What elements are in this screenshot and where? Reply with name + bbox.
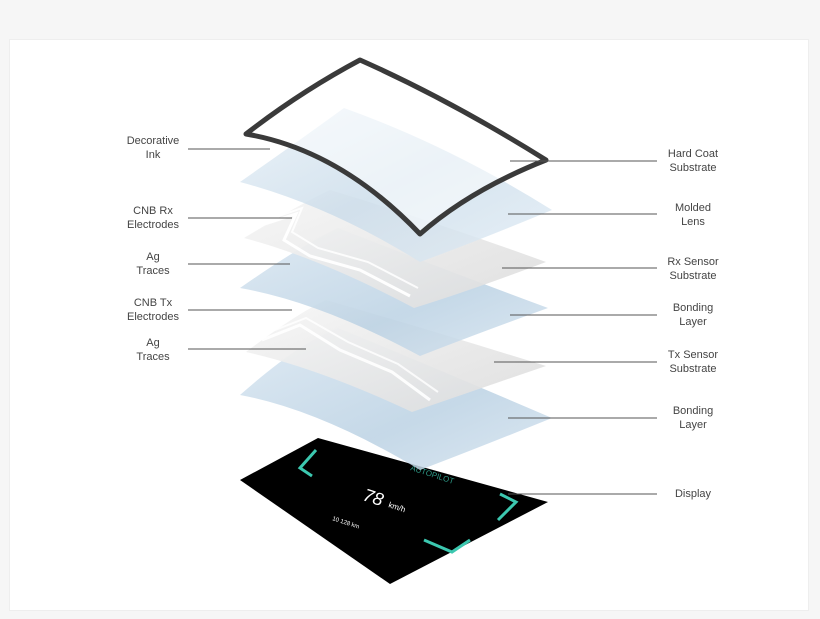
- label-cnb-tx-electrodes: CNB Tx Electrodes: [127, 297, 179, 323]
- rx-electrodes: [261, 206, 419, 289]
- label-cnb-rx-electrodes: CNB Rx Electrodes: [127, 205, 179, 231]
- label-rx-sensor-substrate: Rx Sensor Substrate: [667, 256, 719, 282]
- label-molded-lens: Molded Lens: [674, 202, 712, 228]
- label-ag-traces-rx: Ag Traces: [136, 251, 170, 277]
- display-accent-left: [297, 449, 318, 478]
- rx-sensor-substrate: [244, 190, 546, 308]
- hard-coat-substrate: [243, 57, 549, 237]
- tx-electrodes: [269, 316, 439, 393]
- tx-sensor-substrate: [246, 300, 546, 412]
- label-tx-sensor-substrate: Tx Sensor Substrate: [667, 349, 719, 375]
- label-ag-traces-tx: Ag Traces: [136, 337, 170, 363]
- leader-lines: [188, 148, 657, 495]
- label-bonding-layer-lower: Bonding Layer: [672, 405, 714, 431]
- display-screen: [240, 438, 548, 584]
- label-display: Display: [674, 488, 712, 500]
- label-decorative-ink: Decorative Ink: [126, 135, 180, 161]
- display-accent-right: [496, 492, 519, 522]
- rx-ag-traces: [251, 211, 411, 298]
- display-accent-bottom: [423, 538, 471, 554]
- tx-ag-traces: [261, 323, 431, 402]
- display-panel: 78 km/h AUTOPILOT 10 128 km: [240, 438, 548, 584]
- label-bonding-layer-upper: Bonding Layer: [672, 302, 714, 328]
- label-hard-coat-substrate: Hard Coat Substrate: [667, 148, 719, 174]
